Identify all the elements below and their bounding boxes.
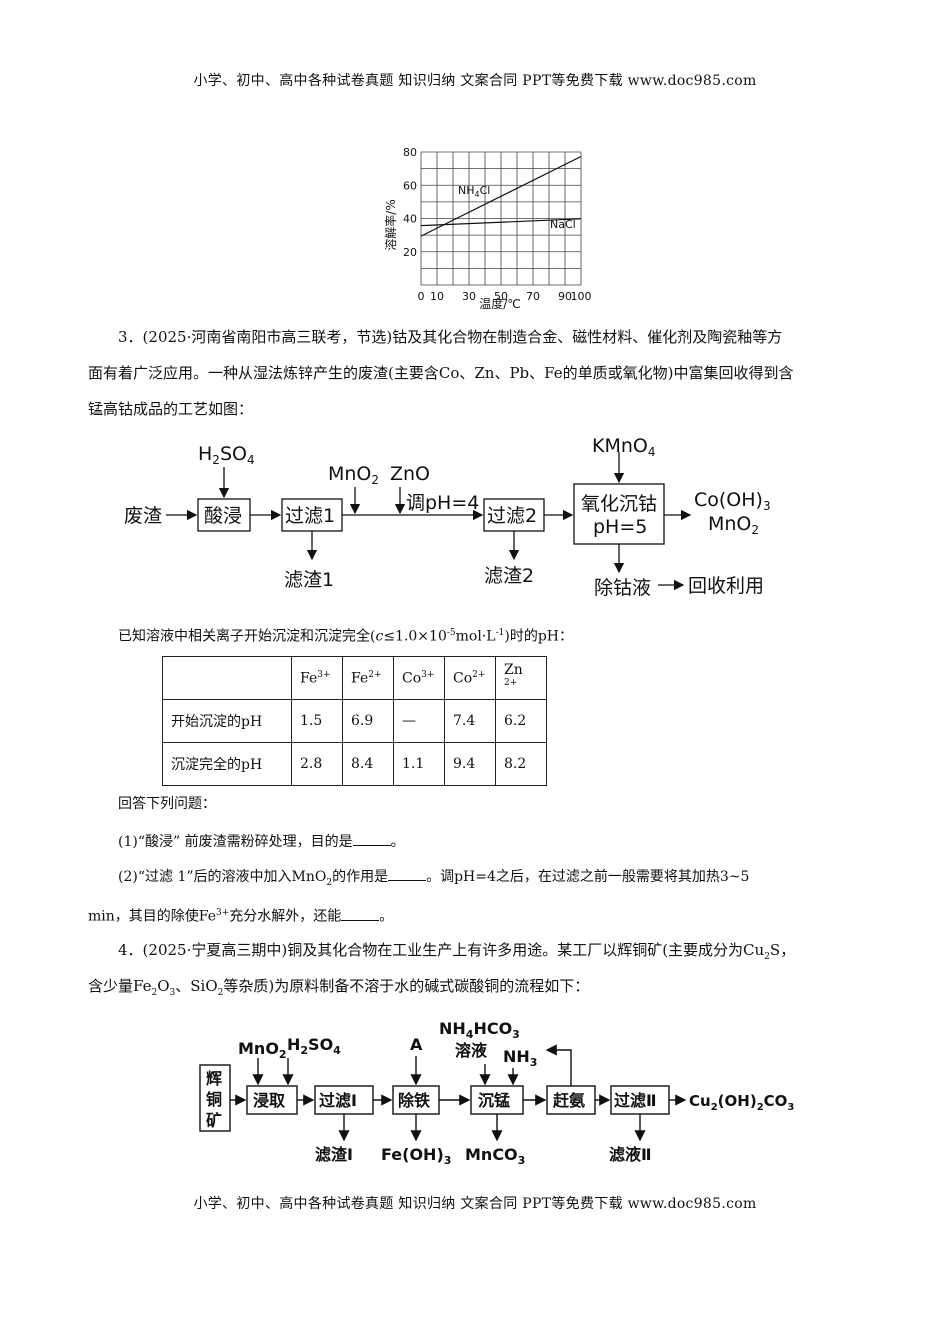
y-axis-label: 溶解率/%	[383, 199, 398, 250]
ore-char-2: 铜	[206, 1090, 222, 1109]
filter2-label: 过滤2	[487, 505, 537, 527]
sub-question-2: (2)“过滤 1”后的溶液中加入MnO2的作用是。调pH=4之后，在过滤之前一般…	[88, 861, 858, 900]
mnco3-label: MnCO3	[465, 1145, 525, 1167]
row-label: 沉淀完全的pH	[162, 742, 292, 786]
row-label: 开始沉淀的pH	[162, 699, 292, 743]
series-label-nh4cl: NH4Cl	[458, 184, 490, 199]
table-row: 开始沉淀的pH 1.5 6.9 — 7.4 6.2	[162, 699, 547, 743]
q3-flowchart: 废渣 H2SO4 酸浸 过滤1 MnO2 ZnO 调pH=4 过滤2 KMnO4…	[124, 435, 771, 599]
h2so4-label: H2SO4	[198, 443, 255, 467]
feoh3-label: Fe(OH)3	[381, 1145, 451, 1167]
leach-label: 浸取	[253, 1091, 285, 1110]
q4-flowchart: 辉 铜 矿 MnO2 H2SO4 浸取 过滤Ⅰ 除铁 A NH4HCO3 溶液 …	[199, 1019, 794, 1167]
page-header: 小学、初中、高中各种试卷真题 知识归纳 文案合同 PPT等免费下载 www.do…	[193, 73, 757, 89]
series-line-nacl	[420, 218, 582, 227]
table-header: Zn 2+	[495, 656, 547, 700]
table-cell: 1.5	[291, 699, 343, 743]
ore-char-3: 矿	[206, 1111, 222, 1130]
x-tick-label: 90	[558, 290, 572, 303]
oxidize-label-1: 氧化沉钴	[581, 493, 657, 515]
y-tick-label: 60	[403, 179, 417, 192]
mno2-label: MnO2	[328, 463, 379, 487]
series-label-nacl: NaCl	[550, 218, 576, 231]
product-label: Cu2(OH)2CO3	[689, 1092, 794, 1113]
table-cell: 1.1	[393, 742, 445, 786]
x-axis-label: 温度/℃	[479, 296, 521, 311]
sub-question-2-cont: min，其目的除使Fe3+充分水解外，还能。	[88, 897, 858, 934]
table-header: Fe2+	[342, 656, 394, 700]
answer-blank[interactable]	[341, 906, 380, 921]
x-tick-label: 0	[418, 290, 425, 303]
x-tick-label: 30	[462, 290, 476, 303]
h2so4-label: H2SO4	[287, 1035, 341, 1057]
y-tick-label: 20	[403, 246, 417, 259]
known-conditions: 已知溶液中相关离子开始沉淀和沉淀完全(c≤1.0×10-5mol·L-1)时的p…	[118, 628, 573, 645]
mno2-label: MnO2	[238, 1039, 287, 1061]
ore-box	[199, 1064, 231, 1132]
answer-blank[interactable]	[388, 866, 427, 881]
adjust-ph-label: 调pH=4	[406, 492, 479, 514]
remove-fe-label: 除铁	[398, 1091, 430, 1110]
recycle-label: 回收利用	[688, 575, 764, 597]
solution-label: 溶液	[455, 1041, 488, 1060]
x-tick-label: 50	[494, 290, 508, 303]
residue1-label: 滤渣Ⅰ	[315, 1145, 353, 1164]
feed-label: 废渣	[124, 505, 162, 527]
q4-line2: 含少量Fe2O3、SiO2等杂质)为原料制备不溶于水的碱式碳酸铜的流程如下：	[88, 977, 590, 998]
table-header-row: Fe3+ Fe2+ Co3+ Co2+ Zn 2+	[162, 656, 547, 700]
residue1-label: 滤渣1	[284, 569, 334, 591]
table-header: Co3+	[393, 656, 445, 700]
x-tick-label: 100	[571, 290, 592, 303]
q3-paragraph: 3．(2025·河南省南阳市高三联考，节选)钴及其化合物在制造合金、磁性材料、催…	[88, 321, 858, 354]
ph-table: Fe3+ Fe2+ Co3+ Co2+ Zn 2+ 开始沉淀的pH 1.5 6.…	[162, 656, 547, 786]
acid-leach-label: 酸浸	[204, 505, 242, 527]
y-tick-label: 80	[403, 146, 417, 159]
table-cell: 6.9	[342, 699, 394, 743]
oxidize-label-2: pH=5	[593, 516, 647, 538]
answer-prompt: 回答下列问题：	[118, 796, 216, 812]
table-cell: 7.4	[444, 699, 496, 743]
table-cell: 9.4	[444, 742, 496, 786]
sub-question-1: (1)“酸浸” 前废渣需粉碎处理，目的是。	[88, 826, 858, 859]
page-footer: 小学、初中、高中各种试卷真题 知识归纳 文案合同 PPT等免费下载 www.do…	[193, 1196, 757, 1212]
q3-line3: 锰高钴成品的工艺如图：	[88, 400, 254, 418]
product-coh3: Co(OH)3	[694, 489, 771, 513]
nh3-label: NH3	[503, 1047, 537, 1069]
filter1-label: 过滤Ⅰ	[319, 1091, 357, 1110]
q3-line2: 面有着广泛应用。一种从湿法炼锌产生的废渣(主要含Co、Zn、Pb、Fe的单质或氧…	[88, 364, 794, 382]
filter2-label: 过滤Ⅱ	[614, 1091, 657, 1110]
residue2-label: 滤渣2	[484, 565, 534, 587]
ore-char-1: 辉	[206, 1069, 222, 1088]
q3-line1: 3．(2025·河南省南阳市高三联考，节选)钴及其化合物在制造合金、磁性材料、催…	[118, 328, 783, 346]
zno-label: ZnO	[390, 463, 430, 485]
table-row: 沉淀完全的pH 2.8 8.4 1.1 9.4 8.2	[162, 742, 547, 786]
table-header: Fe3+	[291, 656, 343, 700]
filter1-label: 过滤1	[285, 505, 335, 527]
table-cell: 6.2	[495, 699, 547, 743]
table-header: Co2+	[444, 656, 496, 700]
table-cell: 8.2	[495, 742, 547, 786]
precip-mn-label: 沉锰	[478, 1091, 510, 1110]
nh4hco3-label: NH4HCO3	[439, 1019, 520, 1041]
table-cell: —	[393, 699, 445, 743]
q4-line1: 4．(2025·宁夏高三期中)铜及其化合物在工业生产上有许多用途。某工厂以辉铜矿…	[118, 941, 796, 962]
decobalt-label: 除钴液	[594, 577, 651, 599]
x-tick-label: 70	[526, 290, 540, 303]
table-cell: 8.4	[342, 742, 394, 786]
x-tick-label: 10	[430, 290, 444, 303]
drive-nh3-label: 赶氨	[552, 1091, 585, 1110]
table-cell: 2.8	[291, 742, 343, 786]
answer-blank[interactable]	[352, 831, 391, 846]
series-line-nh4cl	[420, 155, 582, 237]
product-mno2: MnO2	[708, 513, 759, 537]
filtrate2-label: 滤液Ⅱ	[609, 1145, 652, 1164]
y-tick-label: 40	[403, 213, 417, 226]
kmno4-label: KMnO4	[592, 435, 656, 459]
reagent-a-label: A	[410, 1035, 423, 1054]
